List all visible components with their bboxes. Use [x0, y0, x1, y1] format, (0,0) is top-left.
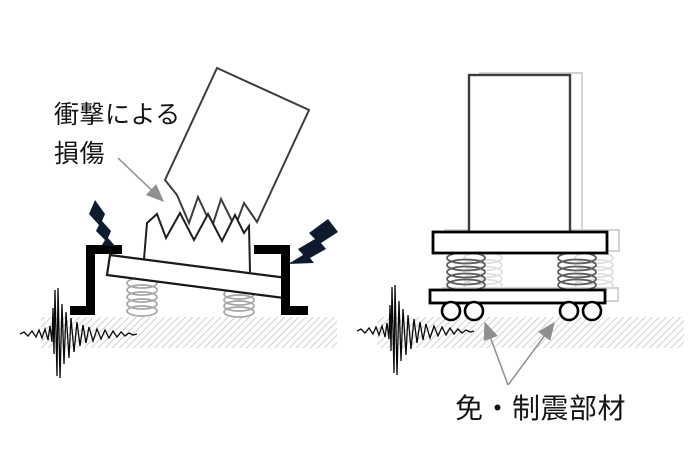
- members-label: 免・制震部材: [455, 393, 627, 424]
- damage-callout-arrow: [117, 157, 165, 203]
- seismic-wave-left: [19, 287, 138, 379]
- roller: [463, 300, 485, 322]
- upright-building: [467, 73, 572, 235]
- damage-label: 衝撃による 損傷: [54, 96, 181, 174]
- broken-fragment: [143, 210, 251, 273]
- lower-platform: [428, 288, 607, 305]
- members-callout-arrow-right: [507, 321, 555, 386]
- coil-spring-left-a: [126, 277, 158, 317]
- right-diagram: [356, 72, 684, 386]
- ground-hatch-left: [41, 317, 337, 348]
- tilted-building: [163, 66, 311, 230]
- damage-label-line2: 損傷: [54, 140, 106, 168]
- roller: [440, 300, 462, 322]
- roller: [558, 300, 580, 322]
- ground-hatch-right: [377, 317, 684, 348]
- lightning-bolt-icon: [288, 219, 338, 264]
- members-callout-arrow-left: [483, 321, 509, 386]
- upper-platform: [431, 230, 609, 255]
- stopper-bracket-left: [70, 245, 122, 315]
- damage-label-line1: 衝撃による: [54, 101, 181, 129]
- left-diagram: [19, 66, 338, 379]
- stopper-bracket-right: [254, 245, 308, 315]
- lightning-bolt-icon: [89, 200, 116, 247]
- roller: [581, 300, 603, 322]
- roller-bearings: [440, 300, 603, 322]
